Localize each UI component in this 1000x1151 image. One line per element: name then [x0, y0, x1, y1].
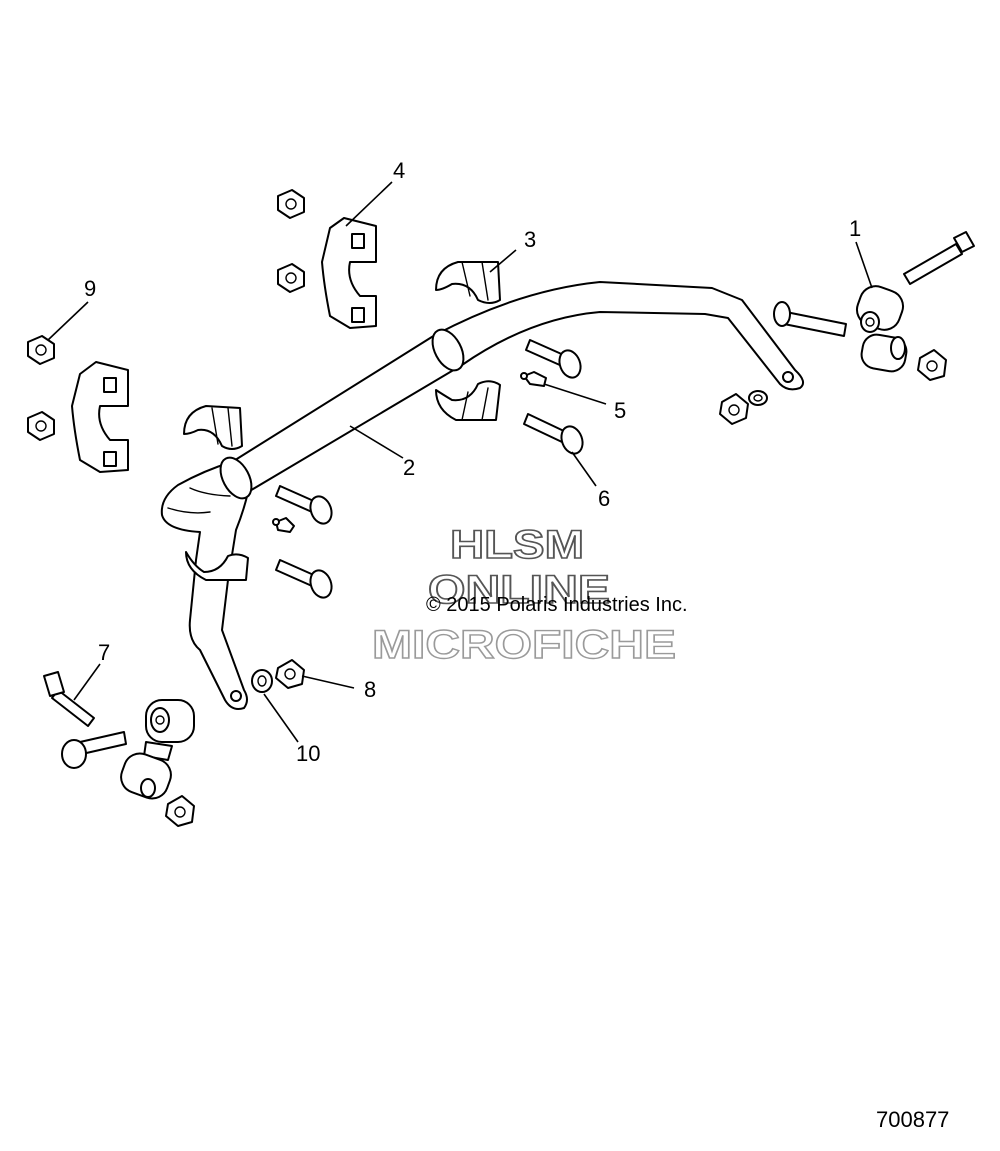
bracket-upper	[321, 217, 377, 329]
stabilizer-bar	[160, 281, 805, 710]
figure-number: 700877	[876, 1107, 949, 1132]
callout-6: 6	[598, 486, 610, 511]
nut-9-d	[27, 411, 55, 441]
callout-2: 2	[403, 455, 415, 480]
callout-5: 5	[614, 398, 626, 423]
nut-right	[917, 349, 947, 381]
washer-10	[251, 669, 273, 693]
carriage-bolt-6-c	[275, 485, 333, 525]
watermark: HLSM ONLINE MICROFICHE	[371, 522, 676, 668]
bolt-7	[43, 671, 95, 727]
callout-3: 3	[524, 227, 536, 252]
nut-mid	[719, 393, 749, 425]
carriage-bolt-6-b	[523, 413, 584, 455]
washer-mid	[748, 390, 768, 406]
bolt-left-lower	[61, 731, 127, 769]
bushing-upper-right	[435, 261, 501, 304]
bushing-lower-left	[185, 551, 249, 581]
watermark-line-3: MICROFICHE	[372, 623, 676, 667]
watermark-line-1: HLSM	[450, 523, 584, 567]
callout-7: 7	[98, 640, 110, 665]
nut-9-c	[27, 335, 55, 365]
end-link-left	[120, 699, 195, 800]
bolt-upper-right	[903, 231, 975, 285]
bolt-mid-right	[773, 301, 847, 337]
bushing-upper-left	[183, 405, 243, 450]
carriage-bolt-6-a	[525, 339, 582, 379]
grease-fitting-a	[520, 371, 547, 387]
carriage-bolt-6-d	[275, 559, 333, 599]
end-link-right	[855, 285, 908, 373]
nut-9-b	[277, 263, 305, 293]
nut-left-lower	[165, 795, 195, 827]
callout-1: 1	[849, 216, 861, 241]
watermark-line-2: ONLINE	[428, 568, 610, 612]
copyright-notice: © 2015 Polaris Industries Inc.	[426, 594, 688, 616]
nut-9-a	[277, 189, 305, 219]
nut-8	[275, 659, 305, 689]
leader-lines	[47, 181, 873, 743]
bushing-lower-right	[435, 380, 501, 421]
callout-9: 9	[84, 276, 96, 301]
callout-8: 8	[364, 677, 376, 702]
callout-4: 4	[393, 158, 405, 183]
callout-labels: 1 2 3 4 5 6 7 8 9 10	[84, 158, 861, 766]
grease-fitting-b	[272, 517, 295, 533]
callout-10: 10	[296, 741, 320, 766]
bracket-left	[71, 361, 129, 473]
